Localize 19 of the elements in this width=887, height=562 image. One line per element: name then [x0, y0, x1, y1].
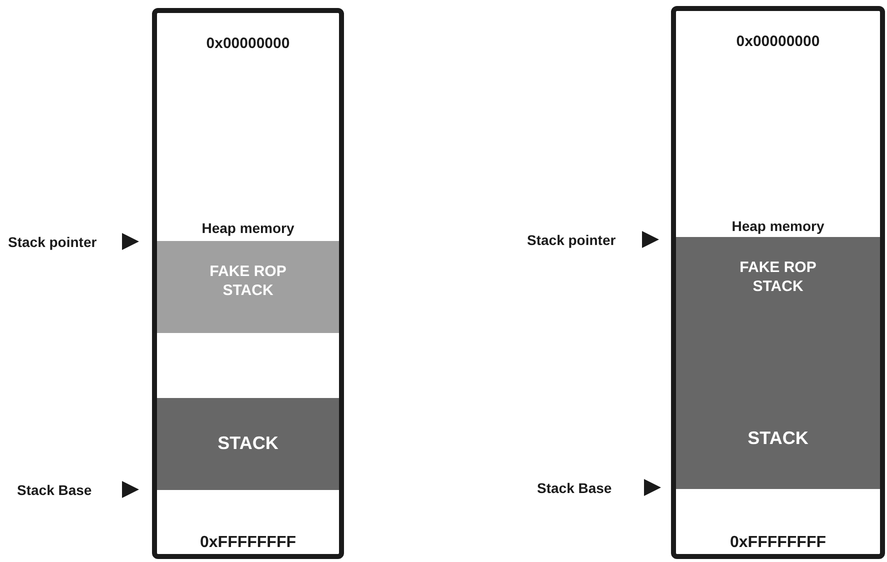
region-label: FAKE ROP STACK	[738, 259, 818, 296]
stack-band	[676, 237, 880, 489]
region-label: STACK	[748, 427, 808, 450]
address-label: 0x00000000	[206, 34, 290, 54]
pointer-label: Stack pointer	[8, 233, 97, 252]
region-label: Heap memory	[202, 219, 294, 238]
pointer-label: Stack Base	[17, 481, 92, 500]
address-label: 0xFFFFFFFF	[200, 533, 296, 553]
address-label: 0xFFFFFFFF	[730, 533, 826, 553]
region-label: FAKE ROP STACK	[208, 263, 288, 300]
address-label: 0x00000000	[736, 32, 820, 52]
fake-stack-band	[157, 241, 339, 333]
stack-band	[157, 398, 339, 490]
memory-column	[671, 6, 885, 559]
pointer-label: Stack Base	[537, 479, 612, 498]
memory-column	[152, 8, 344, 559]
pointer-label: Stack pointer	[527, 231, 616, 250]
region-label: Heap memory	[732, 217, 824, 236]
region-label: STACK	[218, 432, 278, 455]
